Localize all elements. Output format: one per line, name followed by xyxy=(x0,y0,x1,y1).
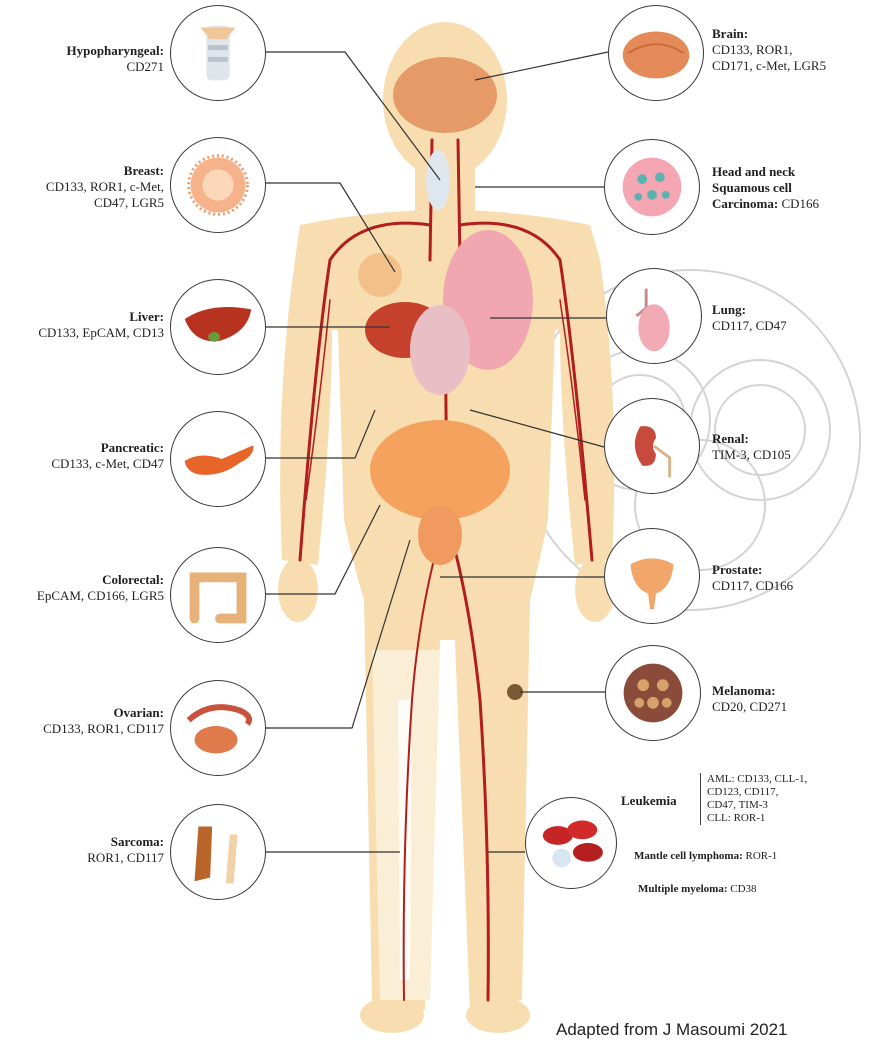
melanoma-title: Melanoma: xyxy=(712,683,787,699)
breast-tissue-icon xyxy=(170,137,266,233)
leukemia-sub-line3: CD47, TIM-3 xyxy=(707,799,807,812)
brain-markers-line1: CD133, ROR1, xyxy=(712,42,826,58)
hypopharyngeal-title: Hypopharyngeal: xyxy=(66,43,164,59)
label-melanoma: Melanoma: CD20, CD271 xyxy=(712,683,787,715)
credit-text: Adapted from J Masoumi 2021 xyxy=(556,1020,788,1040)
myeloma-marker: CD38 xyxy=(730,883,756,895)
lung-icon xyxy=(606,268,702,364)
brain-icon xyxy=(608,5,704,101)
label-headneck: Head and neck Squamous cell Carcinoma: C… xyxy=(712,164,819,212)
prostate-markers: CD117, CD166 xyxy=(712,578,793,594)
mantle-marker: ROR-1 xyxy=(746,850,778,862)
liver-icon xyxy=(170,279,266,375)
label-pancreatic: Pancreatic: CD133, c-Met, CD47 xyxy=(51,440,164,472)
leukemia-subtypes: AML: CD133, CLL-1, CD123, CD117, CD47, T… xyxy=(700,773,807,825)
myeloma-title: Multiple myeloma: xyxy=(638,883,728,895)
headneck-markers: CD166 xyxy=(781,196,819,211)
label-colorectal: Colorectal: EpCAM, CD166, LGR5 xyxy=(37,572,164,604)
squamous-cell-icon xyxy=(604,139,700,235)
brain-title: Brain: xyxy=(712,26,826,42)
label-sarcoma: Sarcoma: ROR1, CD117 xyxy=(87,834,164,866)
breast-markers-line2: CD47, LGR5 xyxy=(46,195,164,211)
renal-markers: TIM-3, CD105 xyxy=(712,447,791,463)
label-renal: Renal: TIM-3, CD105 xyxy=(712,431,791,463)
brain-organ xyxy=(393,57,497,133)
leukemia-sub-line1: AML: CD133, CLL-1, xyxy=(707,773,807,786)
leukemia-sub-line2: CD123, CD117, xyxy=(707,786,807,799)
label-ovarian: Ovarian: CD133, ROR1, CD117 xyxy=(43,705,164,737)
bone-icon xyxy=(170,804,266,900)
blood-cells-icon xyxy=(525,797,617,889)
renal-title: Renal: xyxy=(712,431,791,447)
hypopharyngeal-markers: CD271 xyxy=(66,59,164,75)
pancreatic-title: Pancreatic: xyxy=(51,440,164,456)
sarcoma-markers: ROR1, CD117 xyxy=(87,850,164,866)
label-brain: Brain: CD133, ROR1, CD171, c-Met, LGR5 xyxy=(712,26,826,74)
larynx-icon xyxy=(170,5,266,101)
prostate-icon xyxy=(604,528,700,624)
colorectal-title: Colorectal: xyxy=(37,572,164,588)
kidney-icon xyxy=(604,398,700,494)
headneck-title-line2: Squamous cell xyxy=(712,180,819,196)
ovarian-title: Ovarian: xyxy=(43,705,164,721)
label-prostate: Prostate: CD117, CD166 xyxy=(712,562,793,594)
headneck-title-line1: Head and neck xyxy=(712,164,819,180)
sarcoma-title: Sarcoma: xyxy=(87,834,164,850)
label-hypopharyngeal: Hypopharyngeal: CD271 xyxy=(66,43,164,75)
label-breast: Breast: CD133, ROR1, c-Met, CD47, LGR5 xyxy=(46,163,164,211)
label-liver: Liver: CD133, EpCAM, CD13 xyxy=(38,309,164,341)
melanoma-cell-icon xyxy=(605,645,701,741)
leukemia-title: Leukemia xyxy=(621,793,677,809)
headneck-title-last: Carcinoma: xyxy=(712,196,778,211)
breast-title: Breast: xyxy=(46,163,164,179)
colon-icon xyxy=(170,547,266,643)
pancreas-icon xyxy=(170,411,266,507)
ovary-icon xyxy=(170,680,266,776)
lung-title: Lung: xyxy=(712,302,787,318)
label-mantle-cell: Mantle cell lymphoma: ROR-1 xyxy=(634,850,777,862)
liver-title: Liver: xyxy=(38,309,164,325)
brain-markers-line2: CD171, c-Met, LGR5 xyxy=(712,58,826,74)
mantle-title: Mantle cell lymphoma: xyxy=(634,850,743,862)
ovarian-markers: CD133, ROR1, CD117 xyxy=(43,721,164,737)
prostate-title: Prostate: xyxy=(712,562,793,578)
label-lung: Lung: CD117, CD47 xyxy=(712,302,787,334)
colorectal-markers: EpCAM, CD166, LGR5 xyxy=(37,588,164,604)
pancreatic-markers: CD133, c-Met, CD47 xyxy=(51,456,164,472)
lung-markers: CD117, CD47 xyxy=(712,318,787,334)
liver-markers: CD133, EpCAM, CD13 xyxy=(38,325,164,341)
breast-markers-line1: CD133, ROR1, c-Met, xyxy=(46,179,164,195)
leukemia-sub-line4: CLL: ROR-1 xyxy=(707,812,807,825)
melanoma-markers: CD20, CD271 xyxy=(712,699,787,715)
label-multiple-myeloma: Multiple myeloma: CD38 xyxy=(638,883,757,895)
